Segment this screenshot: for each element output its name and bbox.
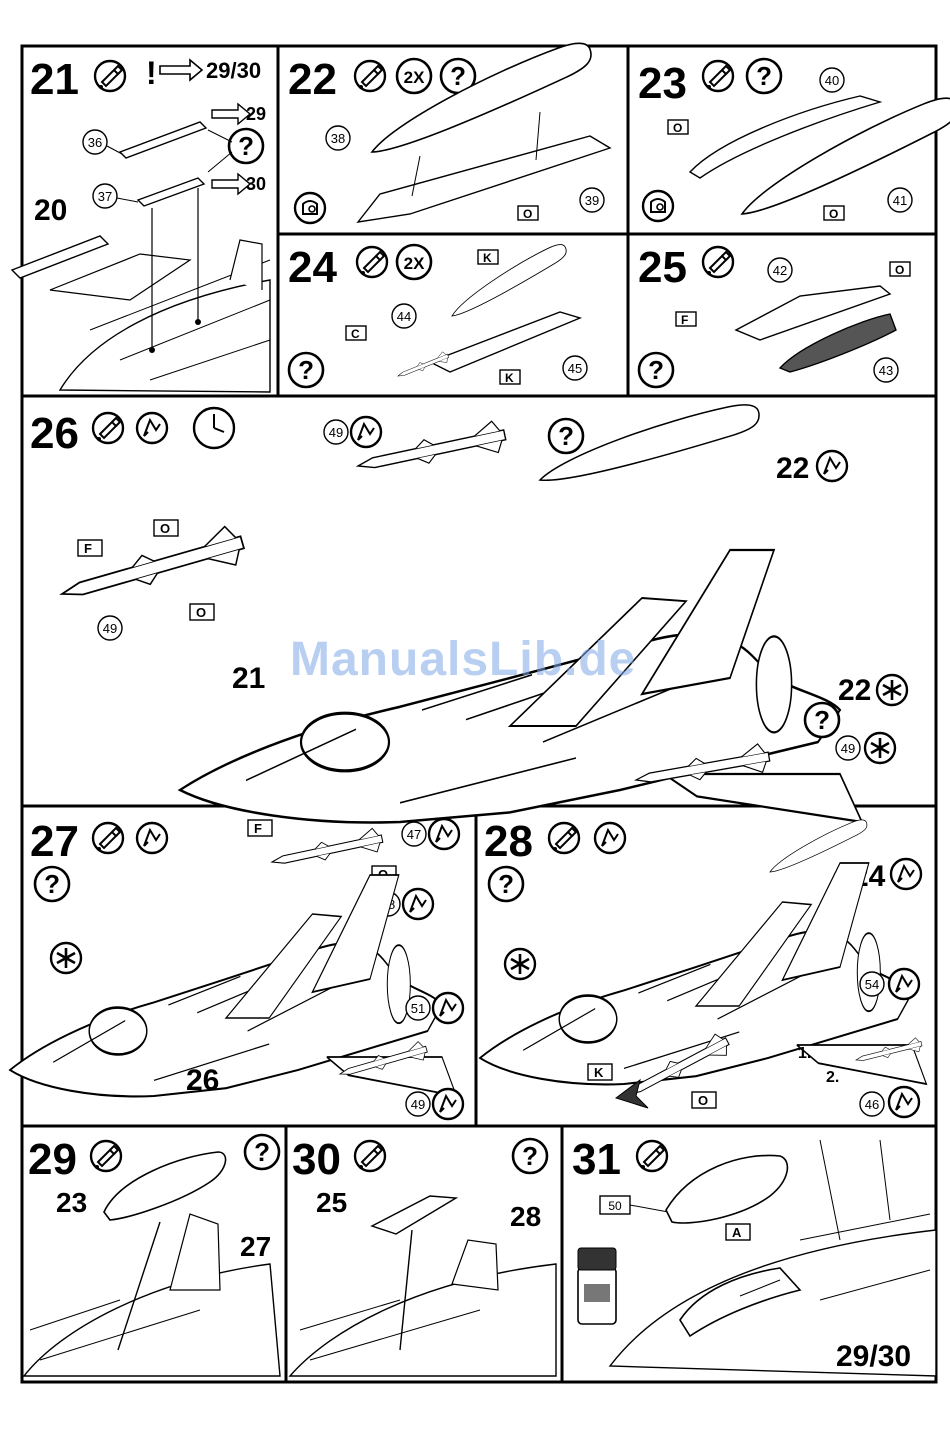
step-26-panel: 26 49 22 F O O 49 21 22 49 (30, 401, 907, 822)
watermark: ManualsLib.de (290, 632, 636, 687)
svg-text:O: O (673, 121, 682, 135)
svg-text:24: 24 (288, 243, 337, 292)
step-28-panel: 28 24 54 1. 2. K O 46 (480, 817, 926, 1117)
svg-text:51: 51 (411, 1001, 425, 1016)
svg-text:F: F (84, 541, 92, 556)
svg-text:22: 22 (288, 55, 337, 104)
svg-text:2.: 2. (826, 1069, 839, 1086)
svg-text:23: 23 (56, 1187, 87, 1218)
svg-text:47: 47 (407, 827, 421, 842)
svg-text:27: 27 (30, 817, 79, 866)
svg-text:K: K (505, 371, 514, 385)
svg-text:O: O (196, 605, 206, 620)
svg-text:28: 28 (484, 817, 533, 866)
step-24-panel: 24 44 45 K C K (288, 241, 587, 387)
svg-text:28: 28 (510, 1201, 541, 1232)
svg-text:43: 43 (879, 363, 893, 378)
svg-text:25: 25 (316, 1187, 347, 1218)
svg-text:38: 38 (331, 131, 345, 146)
svg-text:23: 23 (638, 59, 687, 108)
glue-icon (95, 61, 125, 91)
svg-text:42: 42 (773, 263, 787, 278)
svg-text:50: 50 (608, 1199, 622, 1213)
step-number: 21 (30, 55, 79, 104)
svg-text:O: O (829, 207, 838, 221)
paint-jar-icon (578, 1248, 616, 1324)
svg-text:49: 49 (411, 1097, 425, 1112)
svg-text:30: 30 (292, 1135, 341, 1184)
svg-text:30: 30 (246, 174, 266, 194)
svg-text:21: 21 (232, 662, 265, 695)
svg-text:A: A (732, 1225, 742, 1240)
svg-text:25: 25 (638, 243, 687, 292)
step-22-panel: 22 38 39 O (288, 38, 610, 223)
svg-text:27: 27 (240, 1231, 271, 1262)
reference-29-30: 29/30 (206, 58, 261, 83)
step-25-panel: 25 42 43 F O (638, 243, 910, 387)
svg-text:1.: 1. (798, 1045, 811, 1062)
step-30-panel: 30 25 28 (290, 1135, 556, 1376)
svg-text:26: 26 (186, 1064, 219, 1097)
svg-text:36: 36 (88, 135, 102, 150)
svg-text:K: K (483, 251, 492, 265)
svg-text:45: 45 (568, 361, 582, 376)
svg-text:O: O (698, 1093, 708, 1108)
svg-text:26: 26 (30, 409, 79, 458)
svg-text:O: O (895, 263, 904, 277)
svg-text:O: O (160, 521, 170, 536)
step-23-panel: 23 40 41 O O (638, 59, 950, 221)
step-31-panel: 31 50 A 29/30 (572, 1135, 936, 1376)
svg-text:46: 46 (865, 1097, 879, 1112)
step-21-panel: 21 ! 29/30 36 37 29 30 20 (12, 55, 270, 392)
svg-text:29/30: 29/30 (836, 1340, 911, 1373)
svg-text:40: 40 (825, 73, 839, 88)
svg-text:29: 29 (246, 104, 266, 124)
step-29-panel: 29 23 27 (24, 1135, 280, 1376)
svg-text:F: F (681, 313, 688, 327)
svg-text:39: 39 (585, 193, 599, 208)
part-20: 20 (34, 194, 67, 227)
svg-text:O: O (523, 207, 532, 221)
step-27-panel: 27 F 47 O 48 26 51 49 (10, 817, 463, 1119)
svg-text:49: 49 (103, 621, 117, 636)
svg-text:C: C (351, 327, 360, 341)
svg-text:49: 49 (841, 741, 855, 756)
svg-text:29: 29 (28, 1135, 77, 1184)
svg-text:31: 31 (572, 1135, 621, 1184)
svg-text:22: 22 (838, 674, 871, 707)
svg-text:F: F (254, 821, 262, 836)
svg-text:44: 44 (397, 309, 411, 324)
svg-text:!: ! (146, 55, 157, 91)
svg-text:K: K (594, 1065, 604, 1080)
svg-text:22: 22 (776, 452, 809, 485)
svg-text:37: 37 (98, 189, 112, 204)
clock-icon (194, 408, 234, 448)
svg-text:41: 41 (893, 193, 907, 208)
svg-text:49: 49 (329, 425, 343, 440)
svg-text:54: 54 (865, 977, 879, 992)
